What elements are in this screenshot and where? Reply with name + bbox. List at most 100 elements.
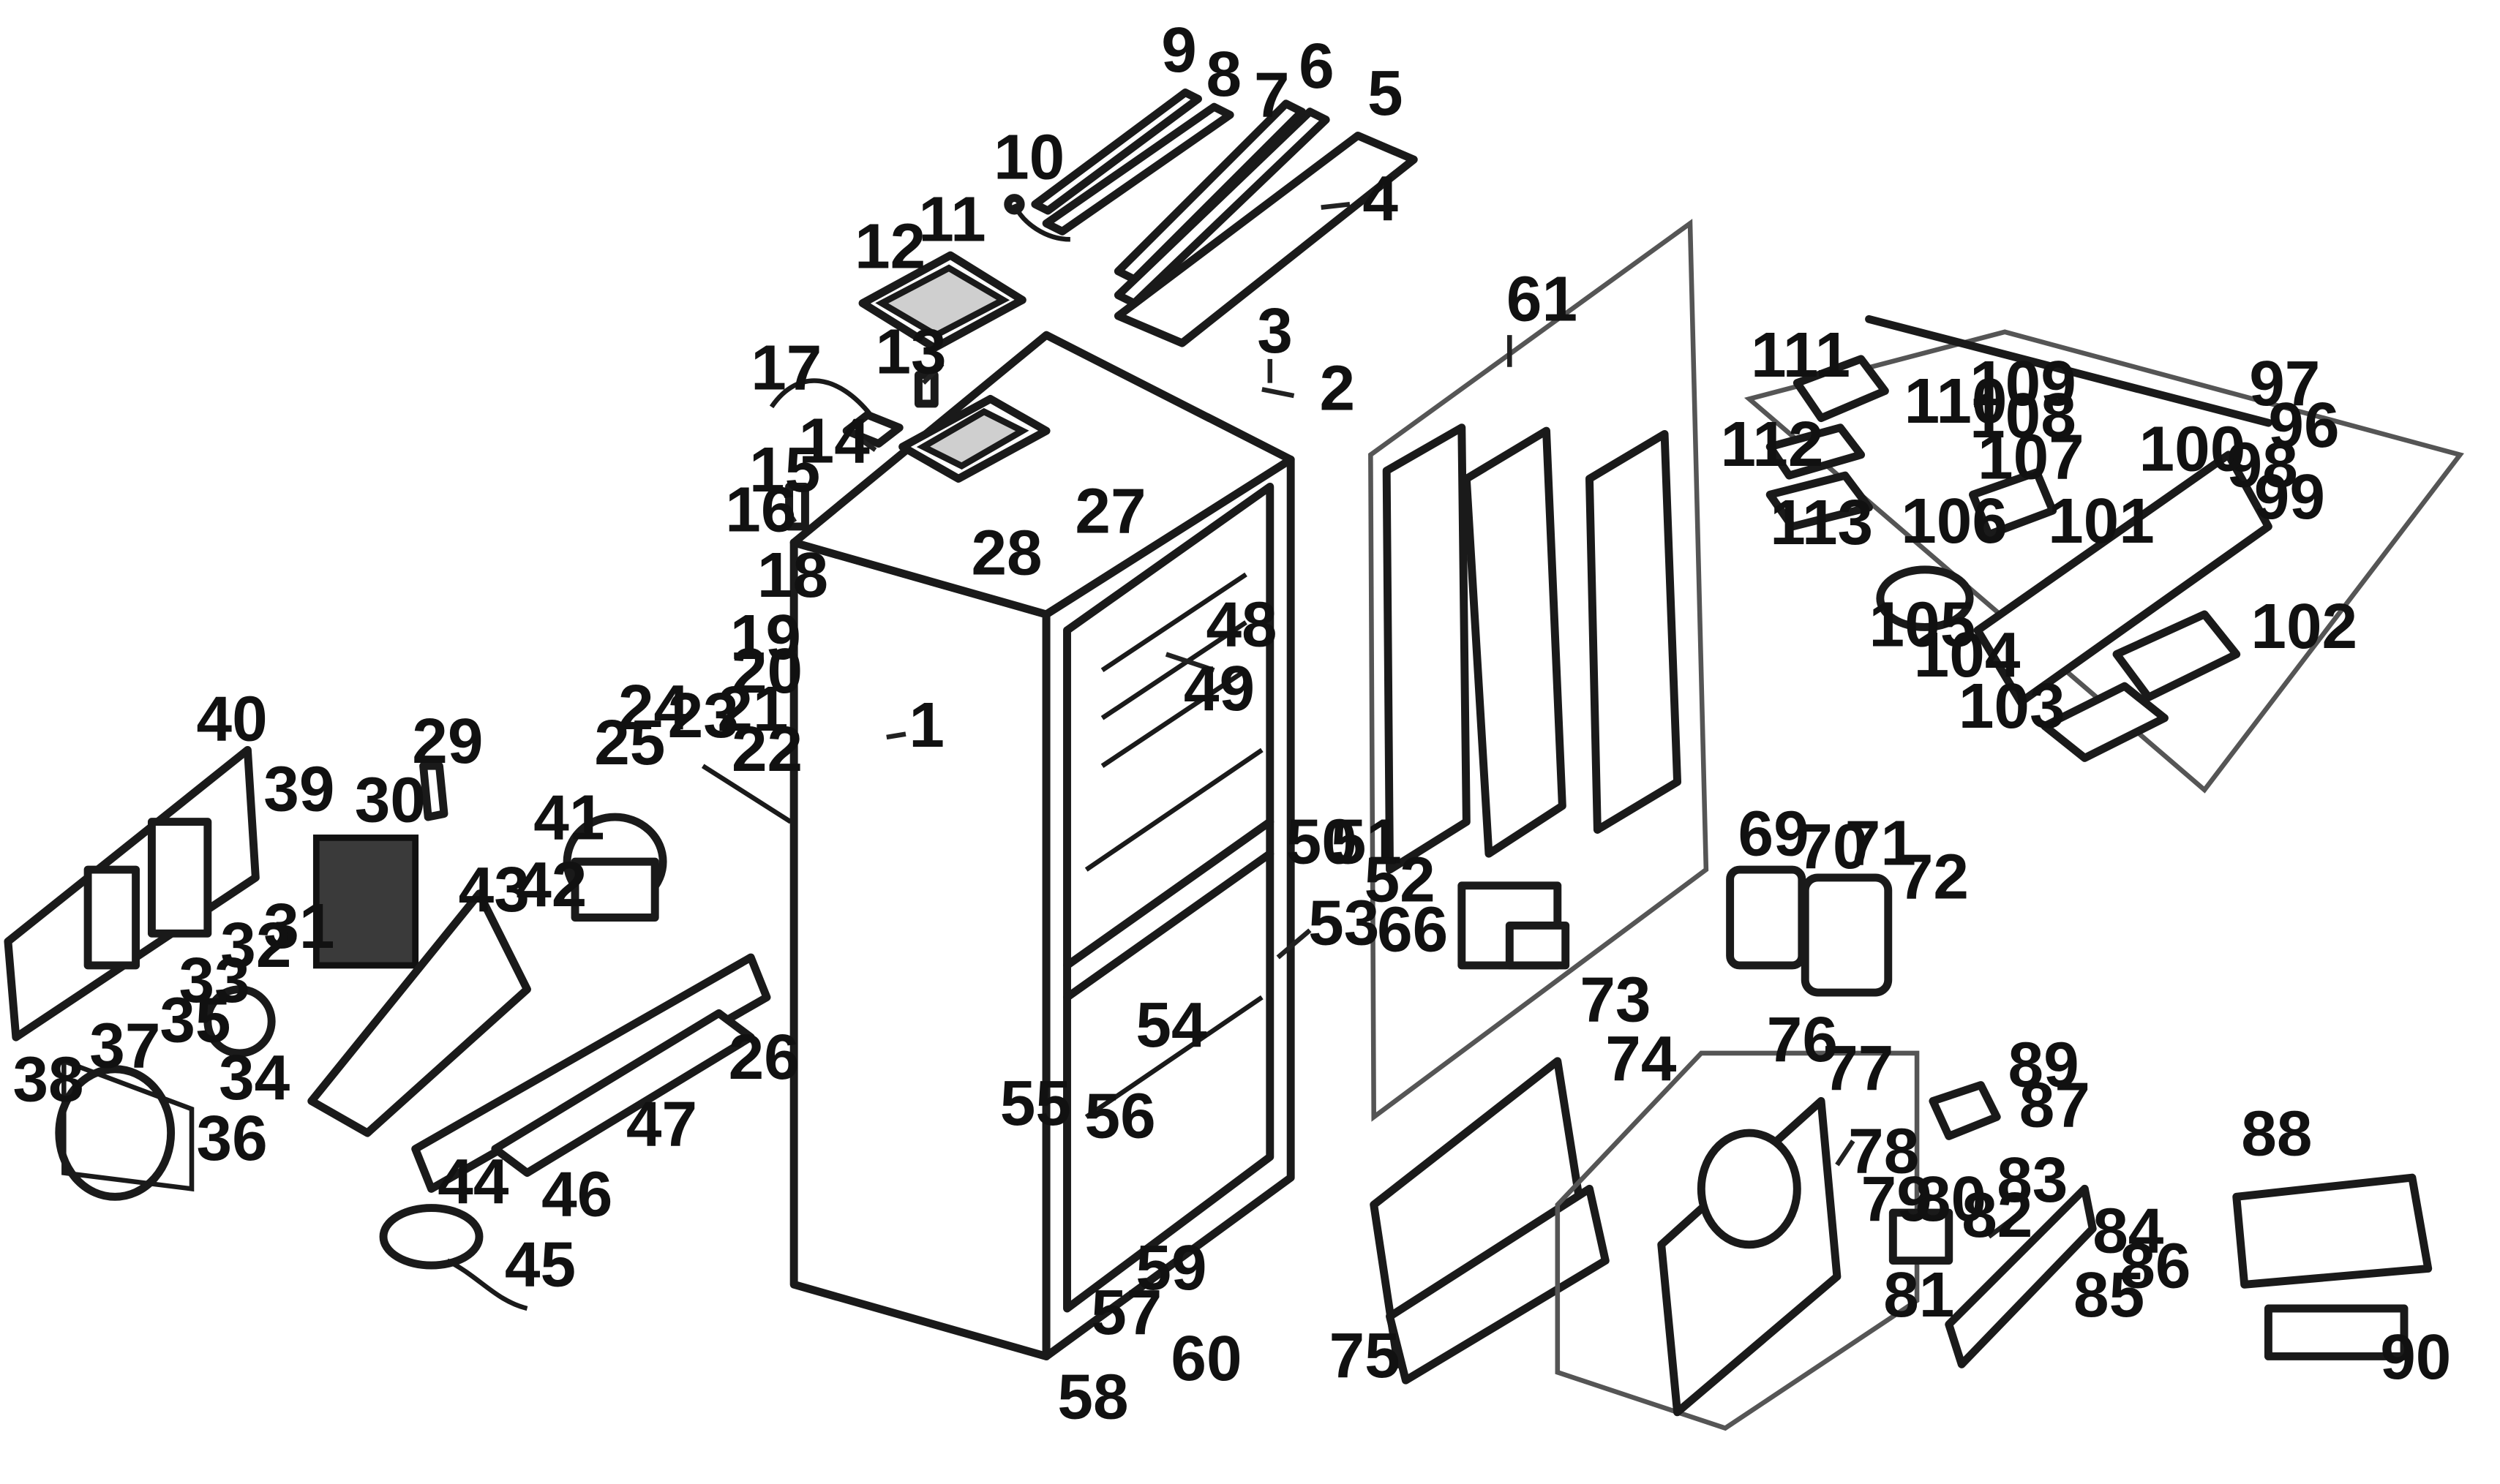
cabinet-drawing [789,331,1295,1360]
callout-34: 34 [219,1042,290,1113]
callout-96: 96 [2268,389,2339,461]
callout-51: 51 [1331,805,1402,877]
lower-right-parts-drawing [1370,865,2433,1431]
callout-6: 6 [1299,30,1335,102]
callout-10: 10 [994,121,1065,192]
callout-74: 74 [1605,1022,1677,1094]
callout-89: 89 [2008,1029,2079,1101]
callout-16: 16 [725,474,796,546]
callout-48: 48 [1206,589,1277,660]
callout-113: 113 [1770,486,1873,558]
callout-9: 9 [1161,14,1197,86]
callout-5: 5 [1367,57,1403,129]
callout-102: 102 [2251,590,2357,662]
callout-20: 20 [732,635,803,707]
callout-105: 105 [1869,589,1976,660]
callout-84: 84 [2092,1195,2164,1267]
callout-31: 31 [263,890,334,962]
callout-55: 55 [1000,1067,1071,1139]
callout-60: 60 [1171,1322,1242,1394]
callout-37: 37 [89,1010,160,1082]
callout-83: 83 [1997,1144,2068,1216]
callout-58: 58 [1057,1361,1128,1433]
callout-26: 26 [729,1021,800,1093]
callout-45: 45 [505,1228,576,1300]
callout-27: 27 [1075,475,1146,547]
callout-103: 103 [1959,670,2065,742]
callout-13: 13 [875,316,946,388]
callout-80: 80 [1915,1163,1986,1235]
callout-104: 104 [1914,619,2021,690]
callout-33: 33 [179,944,250,1016]
callout-41: 41 [533,782,604,854]
duct-panel-drawing [1368,219,1709,1122]
callout-110: 110 [1904,365,2008,437]
machine-parts-drawing [4,745,792,1311]
callout-50: 50 [1286,805,1357,877]
callout-77: 77 [1823,1032,1893,1104]
top-parts-drawing [769,88,1418,531]
callout-7: 7 [1254,59,1290,130]
callout-44: 44 [438,1145,509,1217]
callout-72: 72 [1898,840,1969,912]
callout-69: 69 [1738,797,1809,869]
callout-66: 66 [1377,893,1448,965]
callout-12: 12 [855,211,926,282]
callout-70: 70 [1797,810,1868,882]
callout-111: 111 [1751,319,1850,391]
callout-42: 42 [516,848,587,920]
callout-86: 86 [2120,1230,2191,1302]
callout-107: 107 [1978,421,2084,493]
callout-76: 76 [1767,1003,1838,1075]
icemaker-assembly-drawing [1743,314,2464,794]
callout-101: 101 [2048,485,2155,557]
callout-79: 79 [1861,1163,1932,1235]
callout-21: 21 [717,673,788,745]
callout-56: 56 [1085,1080,1156,1152]
callout-47: 47 [626,1088,697,1160]
callout-32: 32 [220,909,291,981]
callout-109: 109 [1970,347,2076,419]
callout-17: 17 [751,331,822,403]
callout-36: 36 [197,1102,268,1174]
callout-38: 38 [12,1043,83,1115]
callout-85: 85 [2073,1259,2144,1330]
callout-99: 99 [2254,461,2325,532]
callout-90: 90 [2380,1321,2451,1393]
callout-35: 35 [159,984,230,1056]
callout-14: 14 [799,405,871,477]
callout-87: 87 [2019,1069,2090,1140]
callout-15: 15 [749,434,820,505]
callout-88: 88 [2241,1098,2312,1170]
callout-54: 54 [1135,989,1207,1061]
callout-39: 39 [263,753,334,824]
callout-53: 53 [1308,887,1379,959]
callout-108: 108 [1970,380,2076,451]
callout-11: 11 [918,183,986,255]
callout-30: 30 [355,764,426,836]
callout-28: 28 [971,516,1042,588]
callout-59: 59 [1135,1232,1206,1303]
callout-4: 4 [1362,162,1398,234]
callout-18: 18 [757,539,828,611]
callout-78: 78 [1848,1115,1919,1187]
callout-49: 49 [1184,652,1255,724]
callout-22: 22 [732,713,803,785]
callout-1: 1 [909,689,945,761]
callout-73: 73 [1580,963,1651,1035]
callout-98: 98 [2227,429,2298,500]
callout-57: 57 [1091,1276,1162,1348]
callout-29: 29 [412,705,483,777]
callout-19: 19 [730,601,801,673]
callout-106: 106 [1901,485,2008,557]
callout-2: 2 [1319,353,1355,424]
callout-100: 100 [2139,413,2246,485]
callout-3: 3 [1257,295,1293,366]
callout-24: 24 [618,671,690,743]
callout-61: 61 [1506,263,1577,335]
callout-71: 71 [1845,807,1916,879]
callout-43: 43 [459,854,530,925]
leader-lines [781,202,2022,1239]
callout-46: 46 [541,1159,612,1230]
